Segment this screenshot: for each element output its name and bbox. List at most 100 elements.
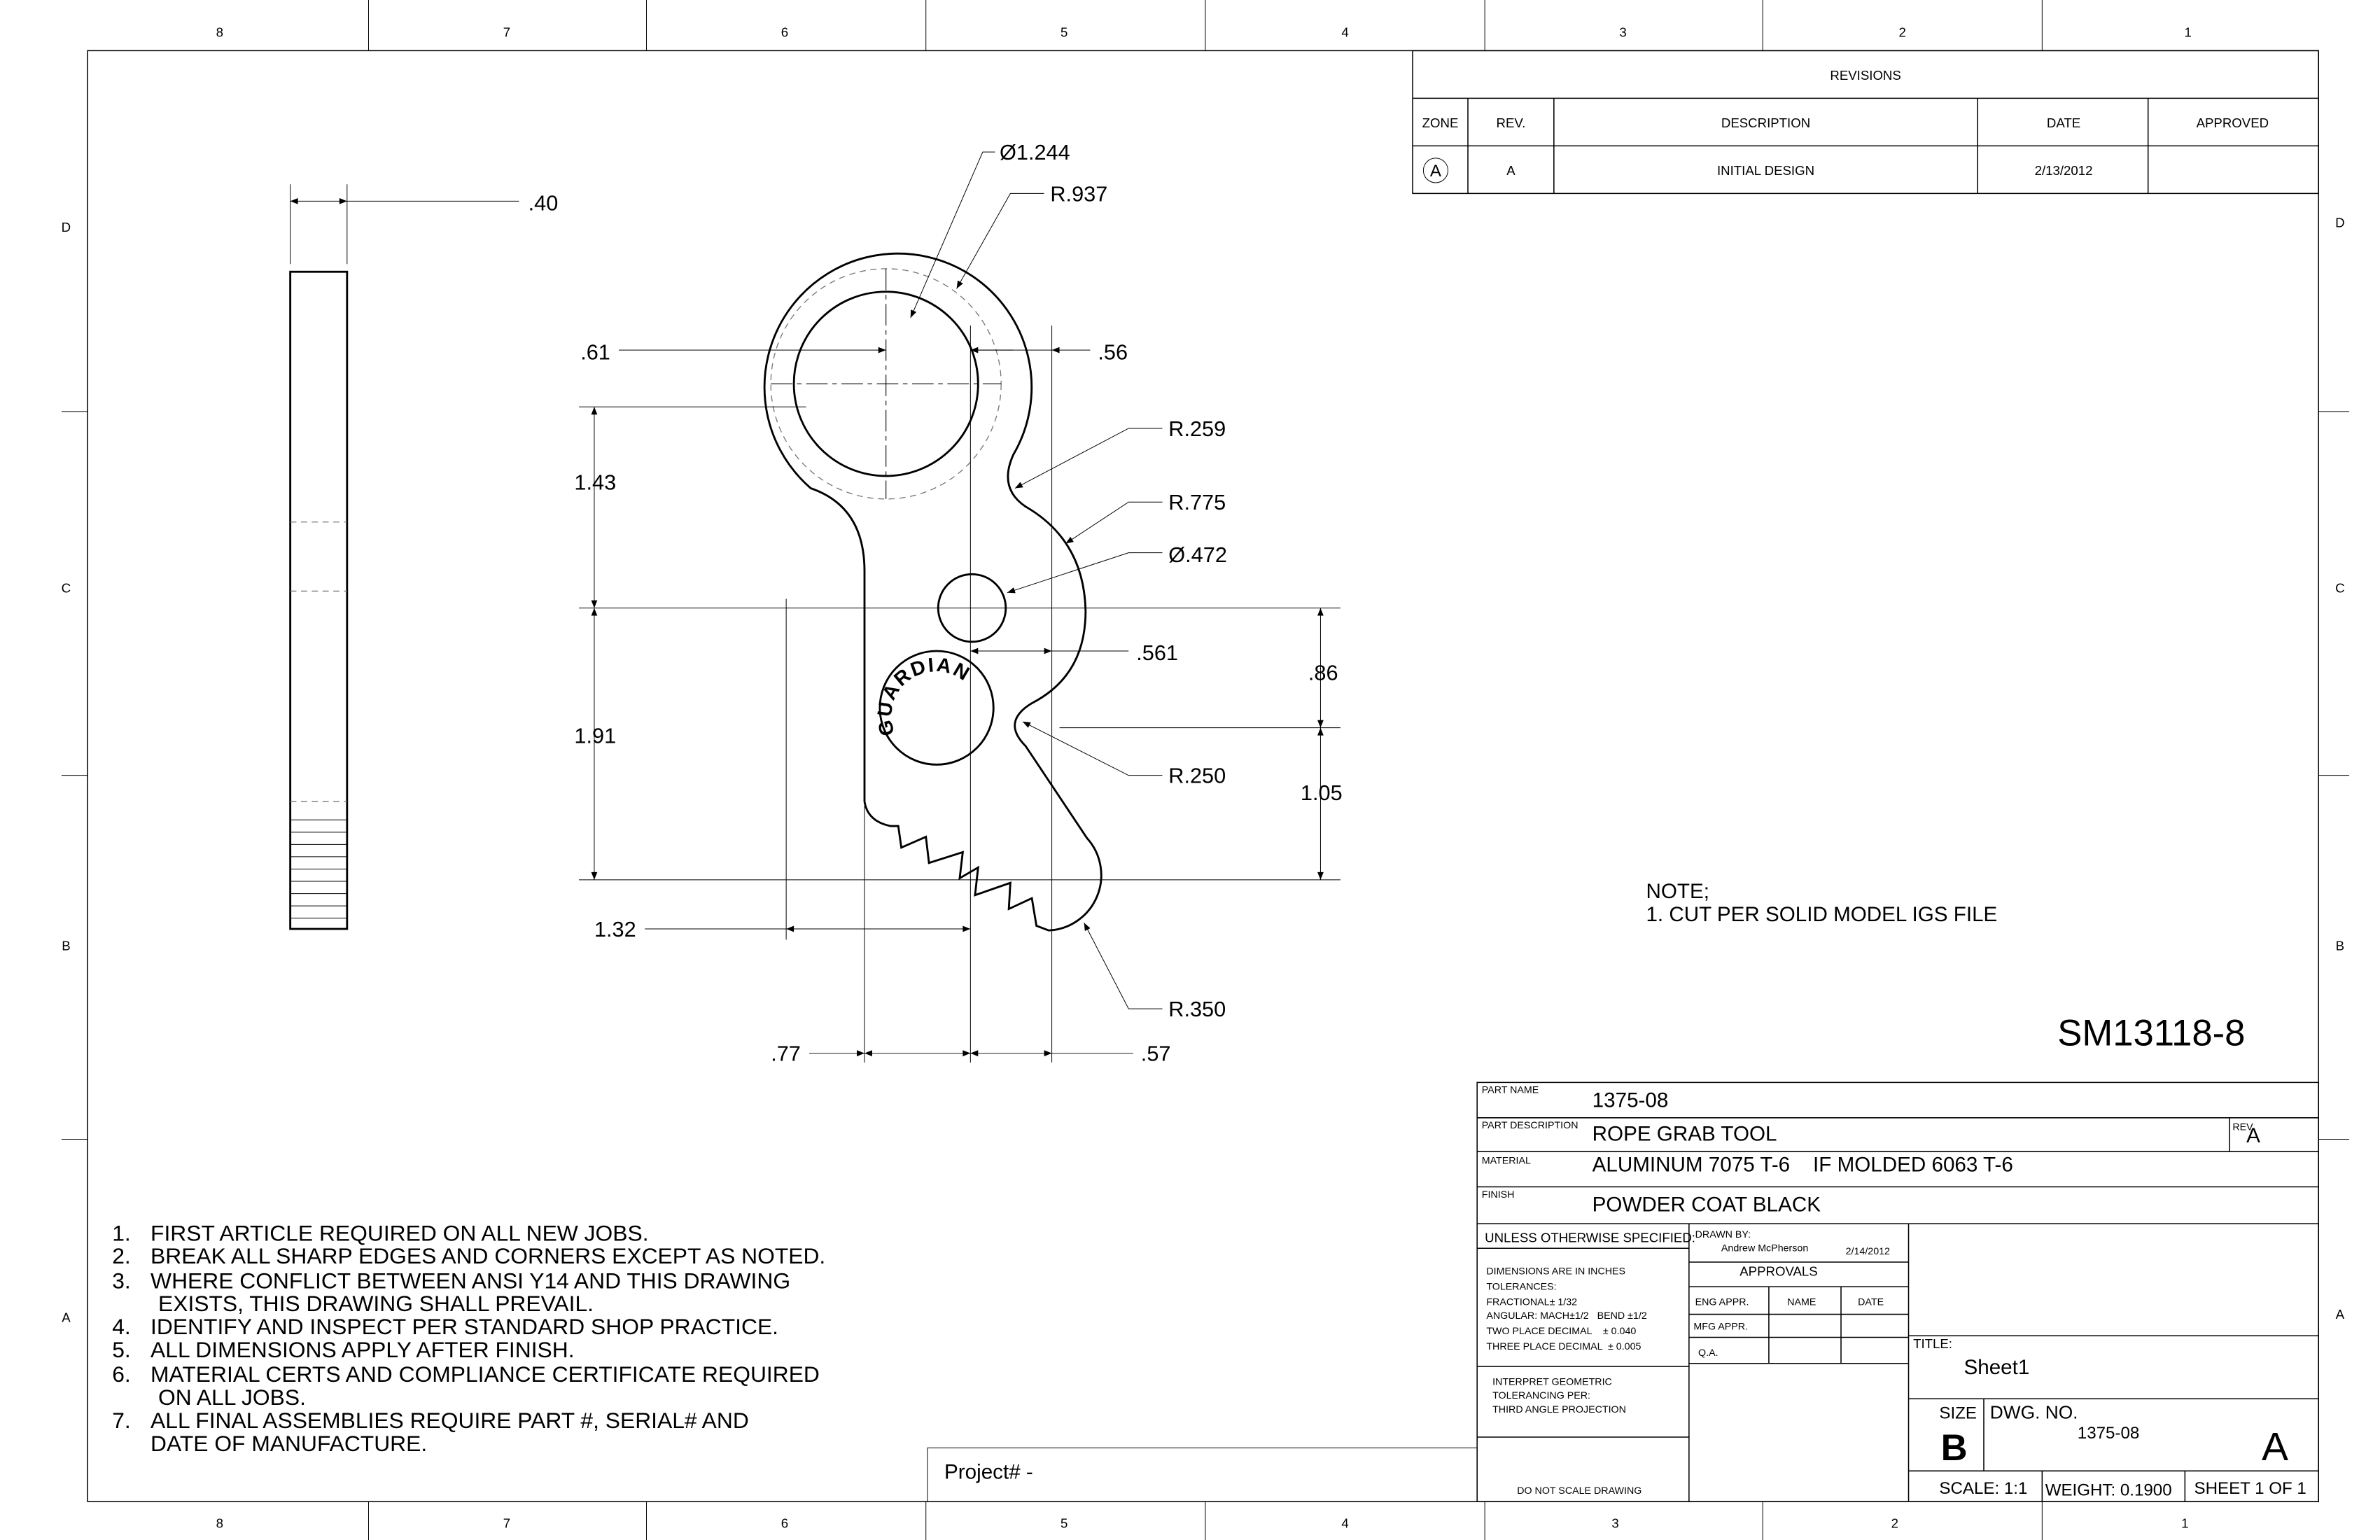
rev-header-rev: REV. xyxy=(1497,115,1526,130)
zone-circle-icon xyxy=(1422,158,1448,183)
note-text: IDENTIFY AND INSPECT PER STANDARD SHOP P… xyxy=(150,1314,778,1339)
zone-ticks xyxy=(61,0,2350,1540)
weight: WEIGHT: 0.1900 xyxy=(2045,1480,2172,1499)
rev-row-rev: A xyxy=(1506,163,1516,178)
note-text: ALL FINAL ASSEMBLIES REQUIRE PART #, SER… xyxy=(150,1408,749,1433)
rev-header-description: DESCRIPTION xyxy=(1721,115,1810,130)
general-notes: 1. FIRST ARTICLE REQUIRED ON ALL NEW JOBS… xyxy=(112,1220,825,1455)
rev-header-date: DATE xyxy=(2047,115,2080,130)
finish: POWDER COAT BLACK xyxy=(1592,1194,1821,1217)
zone-right-b: B xyxy=(2336,939,2344,953)
drawn-by: Andrew McPherson xyxy=(1721,1243,1808,1254)
dwg-no: 1375-08 xyxy=(2078,1424,2139,1443)
dim-outer-radius: R.937 xyxy=(1050,181,1107,206)
zone-right-c: C xyxy=(2335,581,2344,596)
zone-bottom-5: 5 xyxy=(1060,1516,1068,1530)
part-outline xyxy=(763,252,1102,932)
dim-r250: R.250 xyxy=(1168,764,1226,788)
zone-top-6: 6 xyxy=(781,25,788,40)
side-view: .40 xyxy=(289,184,558,930)
revisions-table: REVISIONS ZONE REV. DESCRIPTION DATE APP… xyxy=(1412,50,2319,195)
part-description: ROPE GRAB TOOL xyxy=(1592,1123,1777,1146)
dim-57: .57 xyxy=(1141,1042,1171,1066)
zone-top-7: 7 xyxy=(503,25,510,40)
material: ALUMINUM 7075 T-6 IF MOLDED 6063 T-6 xyxy=(1592,1154,2013,1177)
rev-row-description: INITIAL DESIGN xyxy=(1717,163,1814,178)
note-num: 7. xyxy=(112,1408,131,1433)
rev-header-zone: ZONE xyxy=(1422,115,1459,130)
appr-date-header: DATE xyxy=(1858,1296,1884,1308)
interpret-line: TOLERANCING PER: xyxy=(1492,1390,1590,1401)
zone-left-d: D xyxy=(62,220,71,234)
guardian-engraving: GUARDIAN xyxy=(874,654,974,738)
dwg-no-label: DWG. NO. xyxy=(1990,1402,2078,1423)
interpret-line: THIRD ANGLE PROJECTION xyxy=(1492,1404,1626,1415)
note-text: WHERE CONFLICT BETWEEN ANSI Y14 AND THIS… xyxy=(150,1268,790,1293)
dim-132: 1.32 xyxy=(594,917,636,941)
title-block: PART NAME 1375-08 PART DESCRIPTION ROPE … xyxy=(1476,1082,2319,1502)
zone-bottom-2: 2 xyxy=(1891,1516,1898,1530)
zone-bottom-7: 7 xyxy=(503,1516,510,1530)
zone-top-1: 1 xyxy=(2185,25,2192,40)
note-text: ON ALL JOBS. xyxy=(158,1385,306,1410)
tolerance-line: TOLERANCES: xyxy=(1486,1281,1556,1292)
finish-label: FINISH xyxy=(1482,1189,1515,1200)
size-value: B xyxy=(1941,1427,1968,1469)
dim-r775: R.775 xyxy=(1168,490,1226,514)
dim-r350: R.350 xyxy=(1168,997,1226,1021)
zone-right-d: D xyxy=(2335,216,2344,230)
note-line-1: 1. CUT PER SOLID MODEL IGS FILE xyxy=(1646,903,1997,926)
rev-header-approved: APPROVED xyxy=(2197,115,2269,130)
part-desc-label: PART DESCRIPTION xyxy=(1482,1120,1578,1131)
note-num: 5. xyxy=(112,1337,131,1362)
zone-bottom-8: 8 xyxy=(216,1516,223,1530)
part-name-label: PART NAME xyxy=(1482,1085,1539,1096)
zone-bottom-4: 4 xyxy=(1341,1516,1348,1530)
zone-top-8: 8 xyxy=(216,25,223,40)
dim-r259: R.259 xyxy=(1168,416,1226,441)
project-box: Project# - xyxy=(927,1447,1478,1502)
note-num: 6. xyxy=(112,1362,131,1387)
dim-143: 1.43 xyxy=(574,470,616,495)
approvals: APPROVALS xyxy=(1740,1264,1817,1279)
rev-row-zone: A xyxy=(1430,162,1442,181)
cut-note: NOTE; 1. CUT PER SOLID MODEL IGS FILE xyxy=(1646,880,1997,926)
tolerance-line: DIMENSIONS ARE IN INCHES xyxy=(1486,1266,1625,1278)
eng-appr: ENG APPR. xyxy=(1695,1296,1749,1308)
appr-name-header: NAME xyxy=(1787,1296,1816,1308)
zone-left-c: C xyxy=(62,581,71,596)
part-front-view: GUARDIAN xyxy=(763,252,1102,932)
logo-circle xyxy=(878,650,995,766)
note-text: ALL DIMENSIONS APPLY AFTER FINISH. xyxy=(150,1337,575,1362)
part-name: 1375-08 xyxy=(1592,1088,1669,1112)
project-label: Project# - xyxy=(944,1460,1033,1483)
zone-left-a: A xyxy=(62,1310,71,1325)
note-num: 1. xyxy=(112,1220,131,1245)
note-text: EXISTS, THIS DRAWING SHALL PREVAIL. xyxy=(158,1291,594,1316)
note-num: 4. xyxy=(112,1314,131,1339)
material-label: MATERIAL xyxy=(1482,1156,1531,1167)
zone-bottom-1: 1 xyxy=(2181,1516,2188,1530)
title-value: Sheet1 xyxy=(1963,1356,2029,1379)
note-text: BREAK ALL SHARP EDGES AND CORNERS EXCEPT… xyxy=(150,1243,825,1268)
dwg-rev: A xyxy=(2262,1424,2288,1469)
scale: SCALE: 1:1 xyxy=(1939,1479,2027,1498)
zone-top-4: 4 xyxy=(1341,25,1348,40)
rev-label: REV xyxy=(2232,1121,2253,1133)
tolerance-line: ANGULAR: MACH±1/2 BEND ±1/2 xyxy=(1486,1310,1647,1322)
interpret-line: INTERPRET GEOMETRIC xyxy=(1492,1376,1612,1387)
zone-left-b: B xyxy=(62,939,70,953)
drawn-date: 2/14/2012 xyxy=(1846,1246,1890,1257)
note-text: FIRST ARTICLE REQUIRED ON ALL NEW JOBS. xyxy=(150,1220,648,1245)
dim-77: .77 xyxy=(771,1042,801,1066)
note-num: 3. xyxy=(112,1268,131,1293)
dimensions: Ø1.244 R.937 .61 .56 R.259 R.775 Ø.472 .… xyxy=(574,140,1342,1066)
revisions-title: REVISIONS xyxy=(1830,68,1900,83)
dim-105: 1.05 xyxy=(1301,780,1343,805)
tolerance-line: TWO PLACE DECIMAL ± 0.040 xyxy=(1486,1326,1636,1337)
dim-small-hole: Ø.472 xyxy=(1168,542,1227,567)
rev-value: A xyxy=(2246,1124,2260,1147)
note-heading: NOTE; xyxy=(1646,880,1709,903)
title-label: TITLE: xyxy=(1913,1336,1952,1351)
